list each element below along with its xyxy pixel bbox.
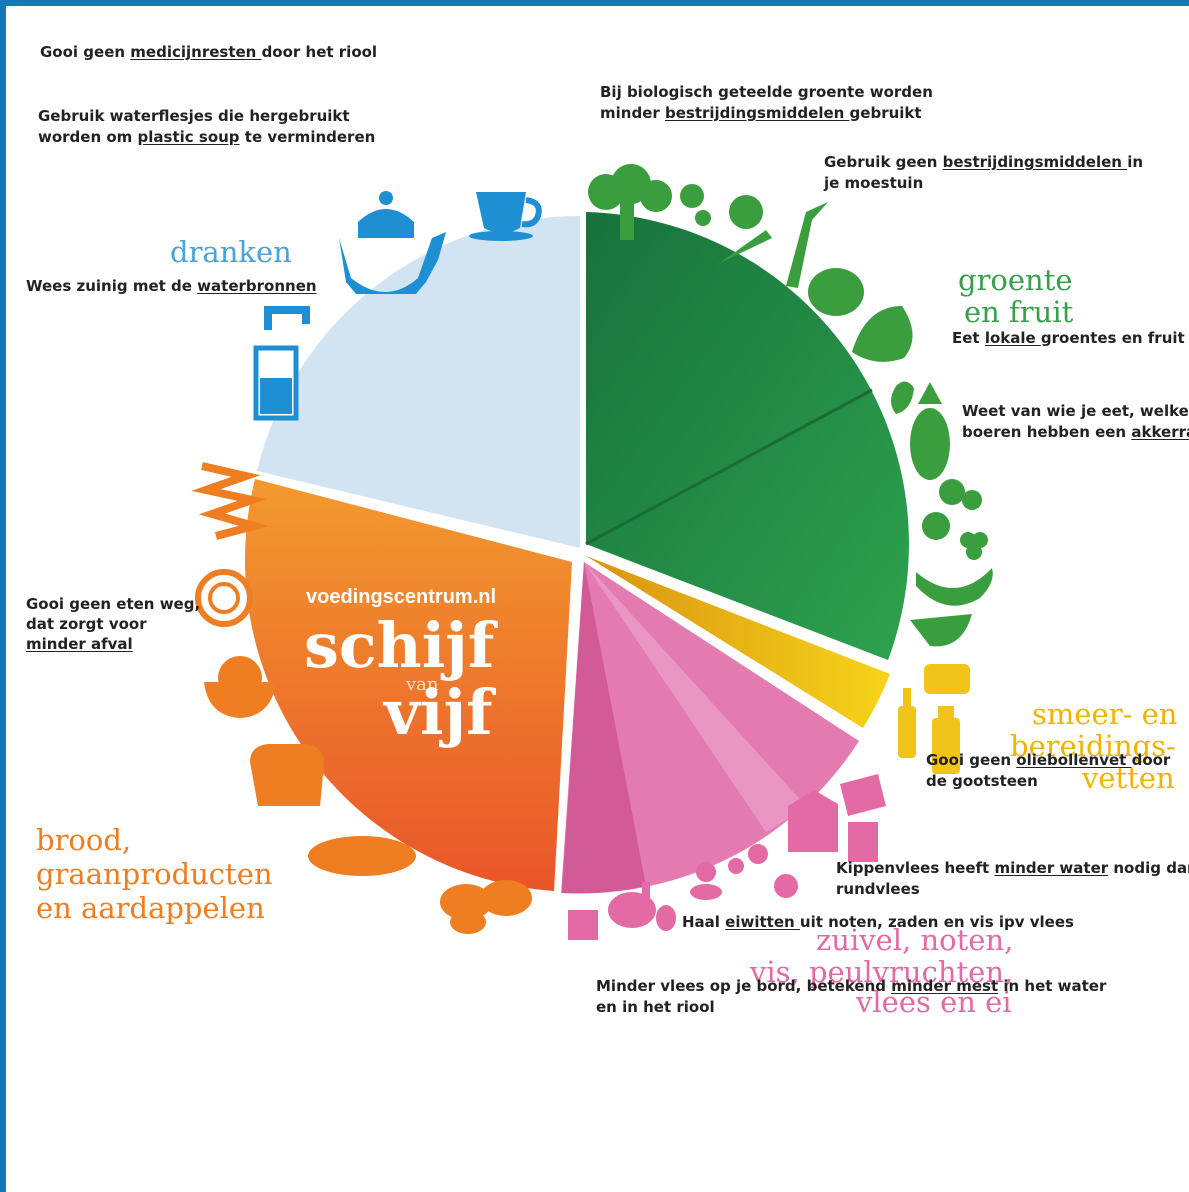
brand-word-vijf: vijf bbox=[384, 676, 493, 749]
brand-url: voedingscentrum.nl bbox=[306, 586, 497, 608]
note-medicijnresten: Gooi geen medicijnresten door het riool bbox=[40, 43, 378, 61]
watermelon-icon bbox=[910, 614, 972, 647]
bread-slice-icon bbox=[250, 744, 324, 806]
schijf-van-vijf-diagram bbox=[191, 164, 993, 940]
yoghurt-icon bbox=[848, 822, 878, 862]
note-oliebollenvet-2: de gootsteen bbox=[926, 772, 1038, 790]
tap-glass-icon bbox=[253, 306, 310, 421]
potato-icon bbox=[440, 880, 532, 934]
segment-fats bbox=[586, 556, 890, 728]
carrot-icon bbox=[718, 230, 772, 264]
note-eten-1: Gooi geen eten weg, bbox=[26, 595, 201, 613]
label-bread-line1: brood, bbox=[36, 823, 132, 857]
label-bread-line2: graanproducten bbox=[36, 857, 273, 891]
brand-word-schijf: schijf bbox=[304, 609, 495, 682]
segment-bread bbox=[245, 479, 573, 891]
segment-veg-fruit bbox=[586, 212, 909, 660]
butter-tub-icon bbox=[924, 664, 970, 694]
oil-jar-icon bbox=[932, 706, 960, 774]
oil-bottle-icon bbox=[898, 688, 916, 758]
segment-dairy-shade2 bbox=[584, 562, 806, 832]
note-eten-2: dat zorgt voor bbox=[26, 615, 147, 633]
label-fats-line1: smeer- en bbox=[1032, 697, 1178, 731]
lemon-icon bbox=[939, 479, 982, 510]
tomato-icon bbox=[729, 195, 763, 229]
cup-icon bbox=[469, 192, 542, 241]
note-biologisch-2: minder bestrijdingsmiddelen gebruikt bbox=[600, 104, 922, 122]
label-drinks: dranken bbox=[170, 235, 292, 269]
label-dairy-line2: vis, peulvruchten, bbox=[750, 955, 1014, 989]
cheese-icon bbox=[840, 774, 886, 816]
pasta-icon bbox=[191, 462, 270, 540]
lettuce-icon bbox=[852, 306, 913, 362]
note-biologisch-1: Bij biologisch geteelde groente worden bbox=[600, 83, 933, 101]
apple-icon bbox=[922, 512, 950, 540]
brand-word-van: van bbox=[406, 674, 439, 695]
label-dairy-line1: zuivel, noten, bbox=[816, 923, 1014, 957]
label-fats-line2: bereidings- bbox=[1010, 729, 1176, 763]
pumpkin-icon bbox=[808, 268, 864, 316]
note-eiwitten: Haal eiwitten uit noten, zaden en vis ip… bbox=[682, 913, 1074, 931]
fish-icon bbox=[690, 884, 722, 900]
broccoli-icon bbox=[588, 164, 672, 240]
note-akkerrand-1: Weet van wie je eet, welke bbox=[962, 402, 1189, 420]
segment-veg-divider bbox=[585, 388, 873, 546]
chicken-leg-icon bbox=[608, 882, 656, 928]
milk-carton-icon bbox=[788, 790, 838, 852]
note-lokale: Eet lokale groentes en fruit bbox=[952, 329, 1185, 347]
note-waterflesjes-2: worden om plastic soup te verminderen bbox=[38, 128, 376, 146]
label-veg-line2: en fruit bbox=[964, 295, 1074, 329]
note-oliebollenvet-1: Gooi geen oliebollenvet door bbox=[926, 751, 1171, 769]
teapot-icon bbox=[339, 191, 446, 294]
segment-drinks bbox=[257, 216, 580, 548]
segment-dairy-shade1 bbox=[562, 562, 646, 894]
baguette-icon bbox=[308, 836, 416, 876]
onion-icon bbox=[680, 184, 711, 226]
note-mest-1: Minder vlees op je bord, betekend minder… bbox=[596, 977, 1107, 995]
banana-icon bbox=[916, 568, 993, 606]
grapes-icon bbox=[960, 532, 988, 560]
label-bread-line3: en aardappelen bbox=[36, 891, 265, 925]
note-moestuin-2: je moestuin bbox=[824, 174, 924, 192]
note-eten-3: minder afval bbox=[26, 635, 133, 653]
note-kippenvlees-2: rundvlees bbox=[836, 880, 920, 898]
note-moestuin-1: Gebruik geen bestrijdingsmiddelen in bbox=[824, 153, 1144, 171]
tofu-icon bbox=[568, 910, 598, 940]
poster: voedingscentrum.nl schijf van vijf drank… bbox=[6, 6, 1189, 1192]
label-dairy-line3: vlees en ei bbox=[856, 985, 1012, 1019]
pear-icon bbox=[891, 381, 914, 414]
pineapple-icon bbox=[910, 382, 950, 480]
note-waterbronnen: Wees zuinig met de waterbronnen bbox=[26, 277, 317, 295]
leek-icon bbox=[786, 202, 828, 288]
label-fats-line3: vetten bbox=[1082, 761, 1175, 795]
nuts-icon bbox=[696, 844, 798, 898]
note-waterflesjes-1: Gebruik waterflesjes die hergebruikt bbox=[38, 107, 350, 125]
egg-icon bbox=[656, 905, 676, 931]
note-kippenvlees-1: Kippenvlees heeft minder water nodig dan bbox=[836, 859, 1189, 877]
note-akkerrand-2: boeren hebben een akkerran bbox=[962, 423, 1189, 441]
note-mest-2: en in het riool bbox=[596, 998, 715, 1016]
rice-bowl-icon bbox=[204, 656, 276, 718]
label-veg-line1: groente bbox=[958, 263, 1073, 297]
spaghetti-icon bbox=[195, 569, 253, 627]
